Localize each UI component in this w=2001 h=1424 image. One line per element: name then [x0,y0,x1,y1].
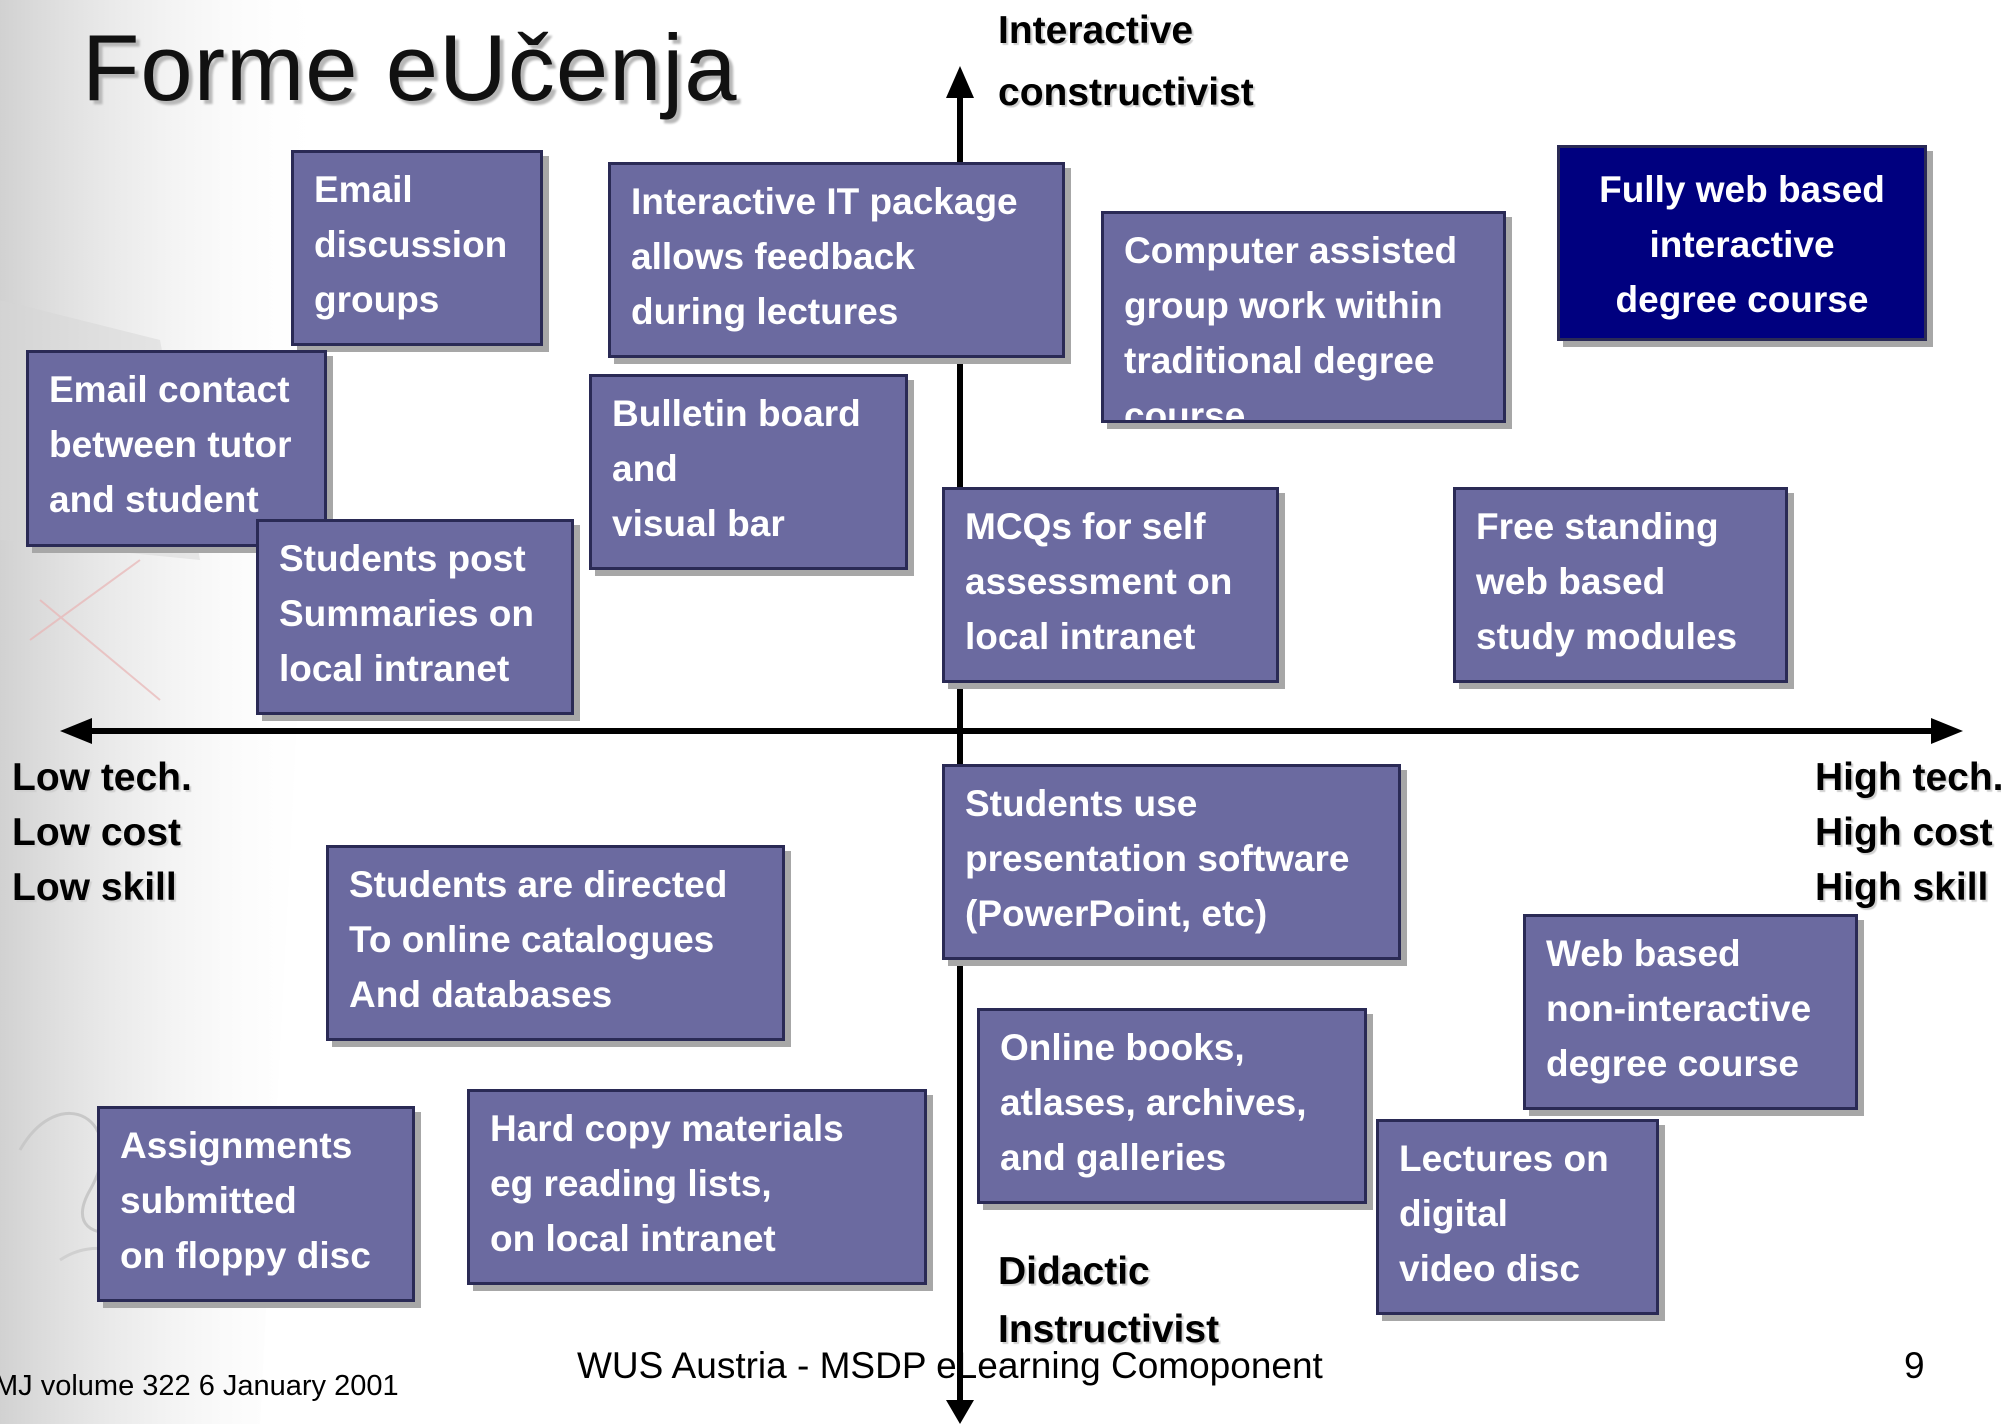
axis-label-right: High tech. High cost High skill [1815,750,2001,915]
box-line: eg reading lists, [490,1163,772,1204]
box-interactive-it-package: Interactive IT package allows feedback d… [608,162,1065,358]
box-line: Free standing [1476,506,1719,547]
box-students-presentation-software: Students use presentation software (Powe… [942,764,1401,960]
box-line: local intranet [965,616,1196,657]
box-line: Computer assisted [1124,230,1458,271]
box-free-standing-modules: Free standing web based study modules [1453,487,1788,683]
box-line: groups [314,279,440,320]
box-line: submitted [120,1180,297,1221]
box-line: Email contact [49,369,290,410]
box-students-online-catalogues: Students are directed To online catalogu… [326,845,785,1041]
footer-center-text: WUS Austria - MSDP eLearning Comoponent [577,1345,1323,1386]
box-line: course [1124,395,1246,423]
box-line: Students are directed [349,864,728,905]
axis-label-left-line: Low tech. [12,756,192,799]
box-fully-web-based-course: Fully web based interactive degree cours… [1557,145,1927,341]
box-line: degree course [1615,279,1869,320]
box-line: local intranet [279,648,510,689]
box-line: Lectures on [1399,1138,1609,1179]
box-line: degree course [1546,1043,1799,1084]
vertical-axis-bottom-arrow [946,1400,974,1424]
page-number: 9 [1904,1345,1925,1386]
box-line: Hard copy materials [490,1108,844,1149]
box-line: between tutor [49,424,292,465]
box-line: Students post [279,538,526,579]
slide-title: Forme eUčenja [82,15,738,120]
box-line: assessment on [965,561,1233,602]
box-line: and galleries [1000,1137,1227,1178]
box-line: (PowerPoint, etc) [965,893,1268,934]
box-line: digital [1399,1193,1508,1234]
box-line: Fully web based [1599,169,1885,210]
box-line: discussion [314,224,508,265]
box-line: Students use [965,783,1198,824]
box-line: traditional degree [1124,340,1435,381]
horizontal-axis-left-arrow [60,718,92,744]
box-line: Summaries on [279,593,534,634]
box-line: Assignments [120,1125,353,1166]
box-line: Web based [1546,933,1741,974]
box-line: on local intranet [490,1218,776,1259]
box-bulletin-board: Bulletin board and visual bar [589,374,908,570]
box-line: Email [314,169,413,210]
box-line: Interactive IT package [631,181,1018,222]
axis-label-left-line: Low skill [12,866,177,909]
box-line: and student [49,479,259,520]
box-email-contact: Email contact between tutor and student [26,350,327,547]
box-mcqs-self-assessment: MCQs for self assessment on local intran… [942,487,1279,683]
box-line: Bulletin board [612,393,861,434]
box-online-books: Online books, atlases, archives, and gal… [977,1008,1367,1204]
axis-label-right-line: High cost [1815,811,1993,854]
box-line: video disc [1399,1248,1580,1289]
box-line: study modules [1476,616,1738,657]
box-line: Online books, [1000,1027,1245,1068]
box-email-discussion-groups: Email discussion groups [291,150,543,346]
box-line: To online catalogues [349,919,715,960]
box-line: interactive [1649,224,1835,265]
axis-label-top-line: Interactive [998,9,1194,52]
axis-label-bottom-line: Instructivist [998,1308,1220,1351]
vertical-axis-top-arrow [946,66,974,98]
box-line: presentation software [965,838,1350,879]
box-line: MCQs for self [965,506,1206,547]
footer-citation: MJ volume 322 6 January 2001 [0,1370,399,1402]
axis-label-top-line: constructivist [998,71,1254,114]
box-assignments-floppy: Assignments submitted on floppy disc [97,1106,415,1302]
axis-label-right-line: High skill [1815,866,1989,909]
axis-label-right-line: High tech. [1815,756,2001,799]
axis-label-bottom-line: Didactic [998,1250,1150,1293]
box-line: during lectures [631,291,899,332]
axis-label-left-line: Low cost [12,811,182,854]
box-hard-copy-materials: Hard copy materials eg reading lists, on… [467,1089,927,1285]
box-line: atlases, archives, [1000,1082,1307,1123]
axis-label-top: Interactive constructivist [998,0,1254,124]
box-line: visual bar [612,503,785,544]
box-students-post-summaries: Students post Summaries on local intrane… [256,519,574,715]
box-line: on floppy disc [120,1235,371,1276]
box-line: web based [1476,561,1666,602]
box-line: allows feedback [631,236,915,277]
box-computer-assisted-group-work: Computer assisted group work within trad… [1101,211,1506,423]
axis-label-bottom: Didactic Instructivist [998,1243,1219,1359]
box-line: non-interactive [1546,988,1812,1029]
box-web-based-non-interactive: Web based non-interactive degree course [1523,914,1858,1110]
box-line: And databases [349,974,613,1015]
axis-label-left: Low tech. Low cost Low skill [12,750,192,915]
box-line: and [612,448,678,489]
box-line: group work within [1124,285,1443,326]
box-lectures-video-disc: Lectures on digital video disc [1376,1119,1659,1315]
horizontal-axis-right-arrow [1931,718,1963,744]
